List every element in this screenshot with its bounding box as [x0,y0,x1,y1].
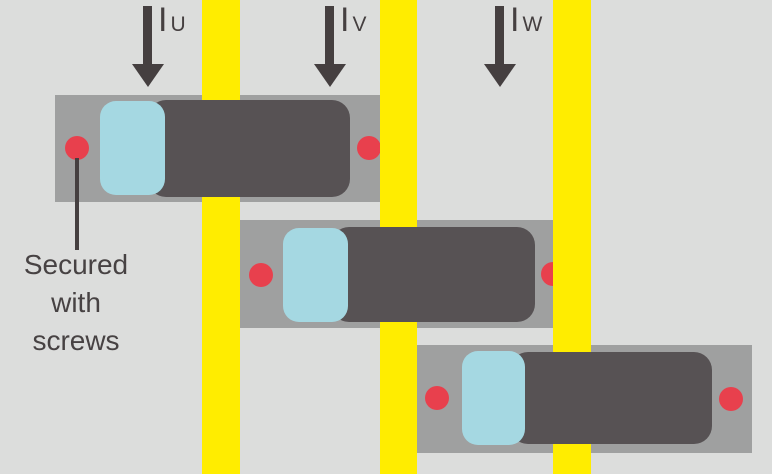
arrow-shaft-icon [325,6,334,65]
sensor-2-window [283,228,348,322]
sensor-1-window [100,101,165,195]
arrow-head-icon [132,64,164,87]
arrow-shaft-icon [143,6,152,65]
busbar-phase-u [202,0,240,474]
sensor-3-screw-left-icon [425,386,449,410]
sensor-2-screw-left-icon [249,263,273,287]
arrow-head-icon [484,64,516,87]
arrow-head-icon [314,64,346,87]
annotation-line-2: with [51,287,101,318]
phase-subscript: U [170,13,186,36]
sensor-2-body [331,227,535,322]
arrow-shaft-icon [495,6,504,65]
phase-subscript: W [522,13,543,36]
current-symbol: I [158,1,168,39]
sensor-1-screw-left-icon [65,136,89,160]
annotation-text: Secured with screws [0,246,152,360]
current-symbol: I [340,1,350,39]
annotation-line-1: Secured [23,249,129,280]
annotation-leader-line [75,158,79,250]
sensor-3-screw-right-icon [719,387,743,411]
annotation-line-3: screws [32,325,120,356]
sensor-3-window [462,351,525,445]
current-symbol: I [510,1,520,39]
sensor-1-screw-right-icon [357,136,381,160]
sensor-3-body [510,352,712,444]
sensor-1-body [148,100,350,197]
phase-subscript: V [352,13,367,36]
